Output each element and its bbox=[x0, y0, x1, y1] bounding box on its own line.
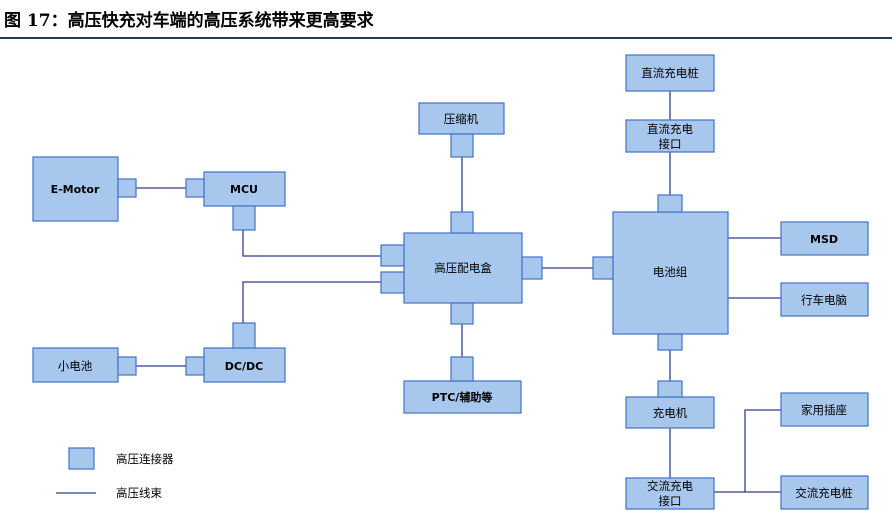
connector-compressor bbox=[450, 133, 474, 158]
vcu-label: 行车电脑 bbox=[801, 293, 847, 307]
emotor-box bbox=[32, 156, 119, 222]
legend-harness-label: 高压线束 bbox=[116, 486, 162, 500]
connector-pdu-right bbox=[521, 256, 543, 280]
dcdc-box bbox=[203, 347, 286, 383]
dc-port-label-1: 直流充电 bbox=[647, 122, 693, 136]
pdu-box bbox=[403, 232, 523, 304]
connector-mcu-left bbox=[185, 178, 205, 198]
connector-battery-bottom bbox=[657, 333, 683, 351]
battery-label: 电池组 bbox=[653, 265, 688, 279]
ac-port-box bbox=[625, 477, 715, 510]
mcu-box bbox=[203, 171, 286, 207]
charger-label: 充电机 bbox=[653, 406, 688, 420]
dc-port-label-2: 接口 bbox=[659, 137, 682, 151]
ptc-label: PTC/辅助等 bbox=[432, 390, 493, 404]
connector-pdu-top bbox=[450, 211, 474, 234]
component-boxes: 直流充电桩 直流充电 接口 压缩机 E-Motor MCU 高压配电盒 电池组 … bbox=[32, 54, 869, 510]
battery-box bbox=[612, 211, 729, 335]
wire-dcdc-pdu bbox=[242, 281, 381, 323]
wires bbox=[56, 91, 781, 494]
dc-port-box bbox=[625, 119, 715, 153]
connector-pdu-left-2 bbox=[380, 271, 405, 294]
figure-title: 图 17：高压快充对车端的高压系统带来更高要求 bbox=[4, 11, 374, 31]
legend-connector-label: 高压连接器 bbox=[116, 452, 174, 466]
compressor-box bbox=[418, 102, 505, 135]
msd-label: MSD bbox=[810, 233, 838, 246]
ac-pile-box bbox=[780, 475, 869, 510]
compressor-label: 压缩机 bbox=[444, 112, 479, 126]
connector-charger bbox=[657, 380, 683, 398]
connector-pdu-bottom bbox=[450, 302, 474, 325]
dc-pile-label: 直流充电桩 bbox=[641, 66, 699, 80]
title-rule bbox=[0, 37, 892, 39]
small-battery-label: 小电池 bbox=[58, 359, 93, 373]
pdu-label: 高压配电盒 bbox=[434, 261, 492, 275]
dcdc-label: DC/DC bbox=[225, 360, 263, 373]
hv-connectors bbox=[117, 133, 683, 398]
connector-emotor bbox=[117, 178, 137, 198]
connector-ptc bbox=[450, 356, 474, 382]
connector-dcdc-left bbox=[185, 356, 205, 376]
mcu-label: MCU bbox=[230, 183, 258, 196]
vcu-box bbox=[780, 282, 869, 317]
ac-port-label-2: 接口 bbox=[659, 494, 682, 508]
home-socket-box bbox=[780, 392, 869, 427]
charger-box bbox=[625, 396, 715, 429]
connector-battery-top bbox=[657, 194, 683, 213]
ac-port-label-1: 交流充电 bbox=[647, 479, 693, 493]
connector-mcu-bottom bbox=[232, 205, 256, 231]
legend: 高压连接器 高压线束 bbox=[68, 447, 174, 500]
connector-dcdc-top bbox=[232, 322, 256, 349]
msd-box bbox=[780, 221, 869, 256]
connector-small-battery bbox=[117, 356, 137, 376]
emotor-label: E-Motor bbox=[51, 183, 100, 196]
wire-mcu-pdu bbox=[242, 230, 381, 257]
small-battery-box bbox=[32, 347, 119, 383]
ac-pile-label: 交流充电桩 bbox=[795, 486, 853, 500]
ptc-box bbox=[403, 380, 522, 414]
connector-pdu-left-1 bbox=[380, 244, 405, 267]
wire-junction-homesocket bbox=[744, 409, 781, 492]
home-socket-label: 家用插座 bbox=[801, 403, 847, 417]
dc-pile-box bbox=[625, 54, 715, 92]
connector-battery-left bbox=[592, 256, 614, 280]
legend-connector-swatch bbox=[68, 447, 95, 470]
